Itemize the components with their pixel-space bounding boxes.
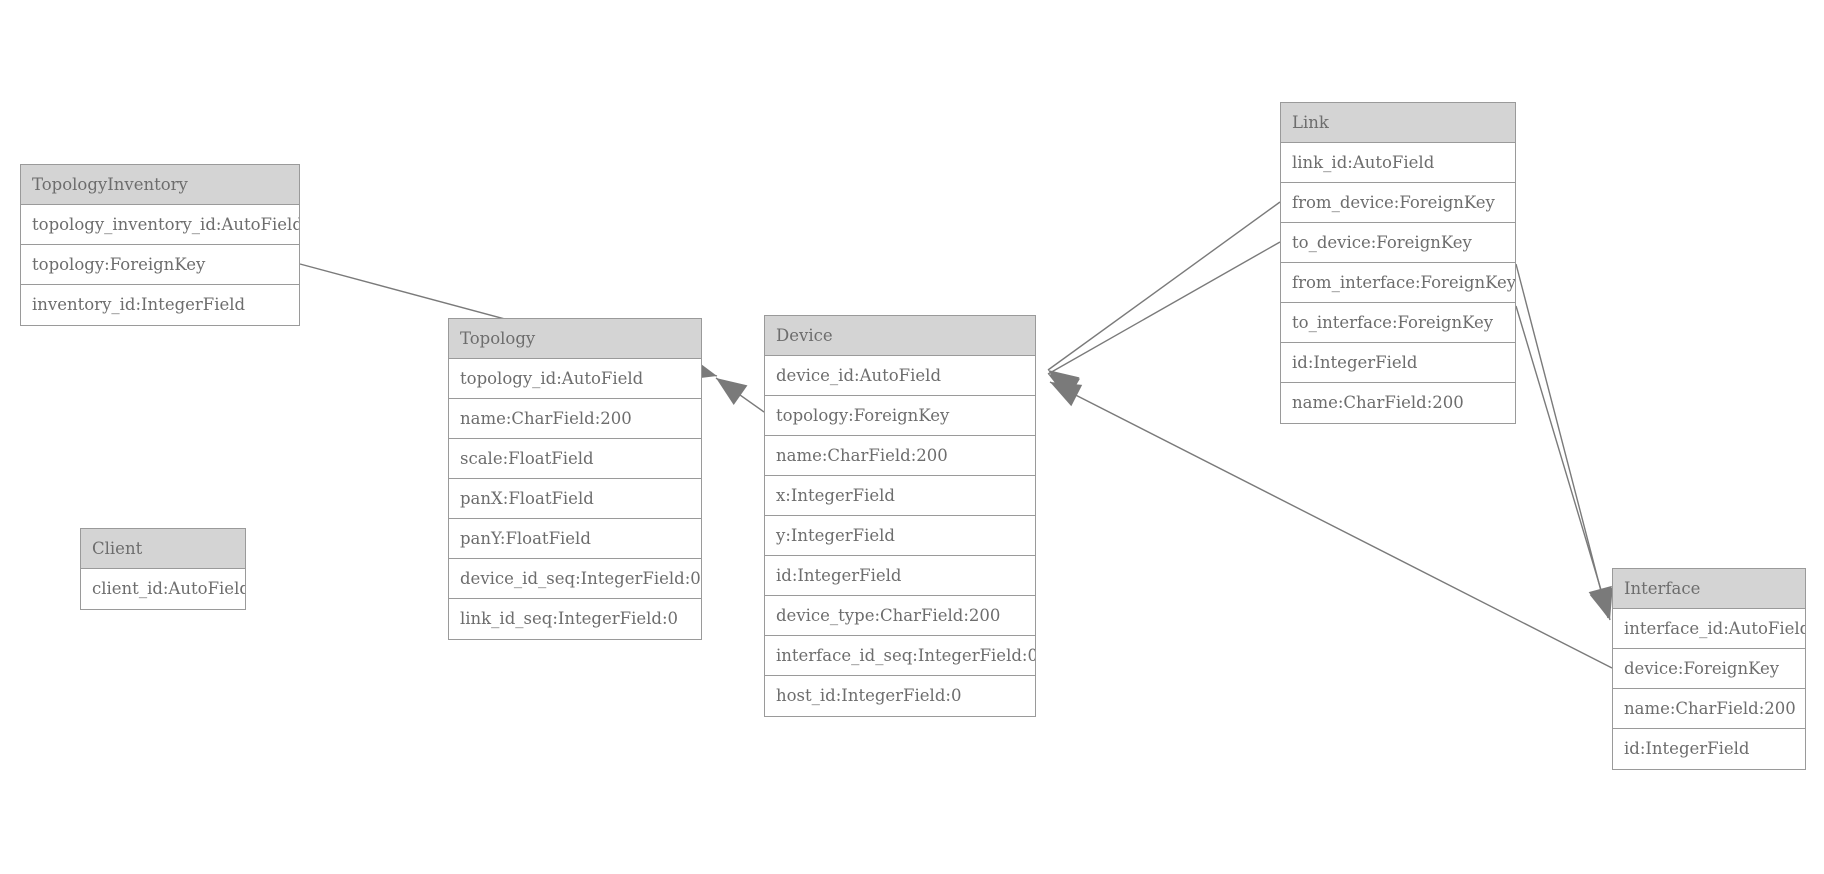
entity-field: name:CharField:200: [765, 436, 1035, 476]
arrowhead-icon: [1050, 382, 1083, 407]
entity-field: device:ForeignKey: [1613, 649, 1805, 689]
edge-link-from-interface: [1515, 263, 1612, 619]
arrowhead-icon: [1588, 585, 1612, 618]
entity-field: device_id_seq:IntegerField:0: [449, 559, 701, 599]
entity-field: topology:ForeignKey: [765, 396, 1035, 436]
entity-field: scale:FloatField: [449, 439, 701, 479]
entity-field: device_type:CharField:200: [765, 596, 1035, 636]
entity-field: inventory_id:IntegerField: [32, 295, 246, 314]
entity-title-topologyinventory: TopologyInventory: [21, 165, 299, 205]
entity-field: topology_inventory_id:AutoField: [21, 205, 299, 245]
entity-title-interface: Interface: [1613, 569, 1805, 609]
entity-title-client: Client: [81, 529, 245, 569]
edge-interface-device: [1049, 381, 1613, 669]
entity-field: panX:FloatField: [449, 479, 701, 519]
entity-field: panY:FloatField: [449, 519, 701, 559]
entity-title-device: Device: [765, 316, 1035, 356]
entity-field: name:CharField:200: [1292, 393, 1464, 412]
entity-field: client_id:AutoField: [92, 579, 245, 598]
entity-field: topology:ForeignKey: [21, 245, 299, 285]
edge-link-from-device: [1047, 201, 1281, 398]
entity-field: id:IntegerField: [1624, 739, 1750, 758]
entity-field: x:IntegerField: [765, 476, 1035, 516]
edge-device-topology: [715, 377, 765, 413]
entity-field: id:IntegerField: [765, 556, 1035, 596]
entity-field: host_id:IntegerField:0: [776, 686, 962, 705]
entity-field: id:IntegerField: [1281, 343, 1515, 383]
entity-field: device_id:AutoField: [765, 356, 1035, 396]
arrowhead-icon: [716, 378, 748, 406]
entity-field: topology_id:AutoField: [449, 359, 701, 399]
edge-link-to-device: [1047, 241, 1281, 400]
entity-field: interface_id_seq:IntegerField:0: [765, 636, 1035, 676]
entity-field: to_interface:ForeignKey: [1281, 303, 1515, 343]
edge-link-to-interface: [1515, 305, 1613, 621]
arrowhead-icon: [1048, 374, 1080, 400]
arrowhead-icon: [1589, 587, 1613, 620]
entity-field: name:CharField:200: [1613, 689, 1805, 729]
entity-field: from_interface:ForeignKey: [1281, 263, 1515, 303]
entity-field: link_id:AutoField: [1281, 143, 1515, 183]
entity-field: name:CharField:200: [449, 399, 701, 439]
entity-field: from_device:ForeignKey: [1281, 183, 1515, 223]
entity-field: interface_id:AutoField: [1613, 609, 1805, 649]
entity-title-link: Link: [1281, 103, 1515, 143]
entity-field: link_id_seq:IntegerField:0: [460, 609, 679, 628]
entity-field: y:IntegerField: [765, 516, 1035, 556]
arrowhead-icon: [1048, 370, 1080, 398]
entity-title-topology: Topology: [449, 319, 701, 359]
entity-client[interactable]: Client client_id:AutoField: [80, 528, 246, 610]
entity-field: to_device:ForeignKey: [1281, 223, 1515, 263]
